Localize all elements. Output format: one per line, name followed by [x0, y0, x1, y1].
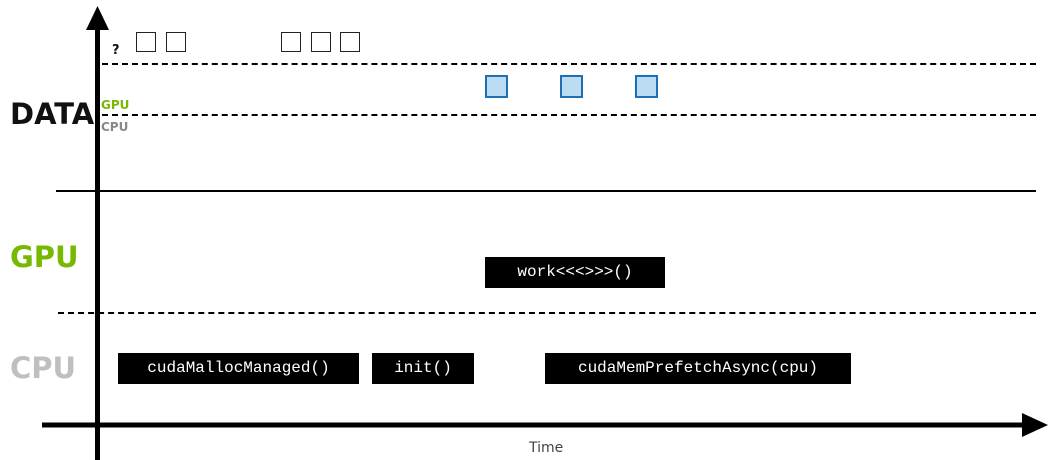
data-lane-label: DATA	[10, 97, 95, 131]
data-region-divider	[56, 190, 1036, 192]
data-gpu-sublane-label: GPU	[101, 98, 130, 112]
gpu-resident-page	[635, 75, 658, 98]
unallocated-page-box	[311, 32, 331, 52]
gpu-resident-page	[560, 75, 583, 98]
cpu-init-block: init()	[372, 353, 474, 384]
unallocated-page-box	[166, 32, 186, 52]
gpu-lane-label: GPU	[10, 240, 79, 274]
data-top-dashed-line	[102, 63, 1036, 65]
unallocated-page-box	[136, 32, 156, 52]
time-axis-arrowhead	[1022, 413, 1048, 437]
gpu-cpu-lane-divider	[58, 312, 1036, 314]
vertical-axis-arrowhead	[86, 6, 109, 30]
data-cpu-sublane-label: CPU	[101, 120, 129, 134]
gpu-resident-page	[485, 75, 508, 98]
unallocated-page-box	[281, 32, 301, 52]
cpu-prefetch-block: cudaMemPrefetchAsync(cpu)	[545, 353, 851, 384]
cpu-malloc-block: cudaMallocManaged()	[118, 353, 359, 384]
unknown-location-marker: ?	[112, 43, 120, 58]
data-gpu-cpu-divider	[102, 114, 1036, 116]
unallocated-page-box	[340, 32, 360, 52]
time-axis-label: Time	[529, 440, 564, 456]
gpu-kernel-block: work<<<>>>()	[485, 257, 665, 288]
cpu-lane-label: CPU	[10, 351, 77, 385]
